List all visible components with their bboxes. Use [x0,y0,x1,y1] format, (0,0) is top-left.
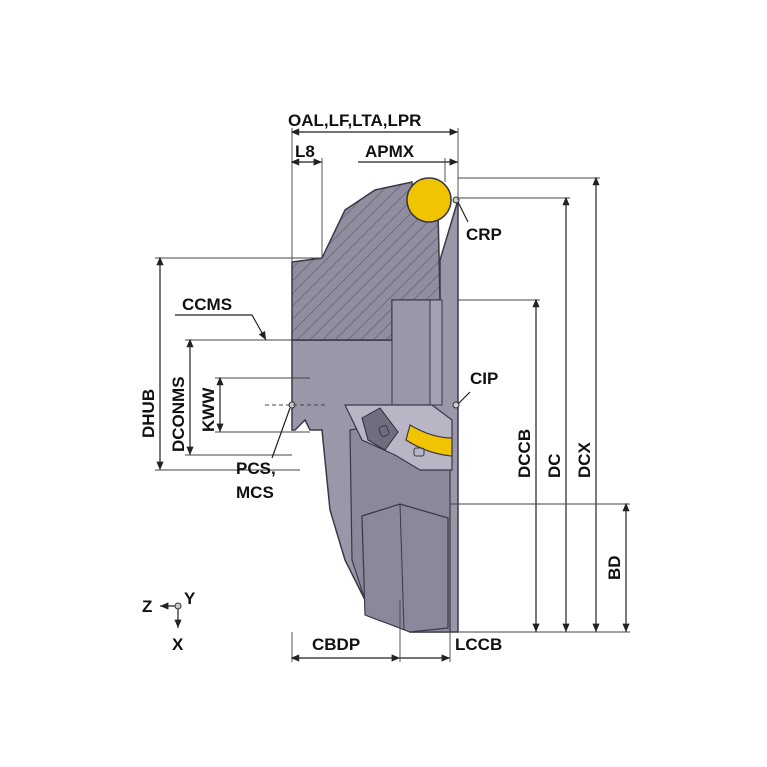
label-apmx: APMX [365,142,415,161]
axis-x-label: X [172,635,184,654]
label-dhub: DHUB [139,389,158,438]
label-dcx: DCX [575,441,594,478]
screw [413,447,425,457]
label-cip: CIP [470,369,498,388]
label-ccms: CCMS [182,295,232,314]
hex-edge [399,503,405,631]
label-l8: L8 [295,142,315,161]
label-cbdp: CBDP [312,635,360,654]
label-dconms: DCONMS [169,376,188,452]
label-crp: CRP [466,225,502,244]
rail [429,299,443,406]
label-bd: BD [605,555,624,580]
axis-z-label: Z [142,597,152,616]
crp-point [452,196,460,204]
label-mcs: MCS [236,483,274,502]
label-lccb: LCCB [455,635,502,654]
yellow-insert [405,424,453,457]
inner-block [391,299,431,406]
shank-hex [361,503,449,633]
label-dccb: DCCB [515,429,534,478]
label-dc: DC [545,453,564,478]
label-oal: OAL,LF,LTA,LPR [288,111,421,130]
label-pcs: PCS, [236,459,276,478]
axis-y-label: Y [184,589,196,608]
round-insert [406,177,452,223]
label-kww: KWW [199,387,218,432]
screw-2 [378,424,390,438]
axis-origin [174,602,182,610]
cip-point [452,401,460,409]
clamp-part [361,407,399,451]
